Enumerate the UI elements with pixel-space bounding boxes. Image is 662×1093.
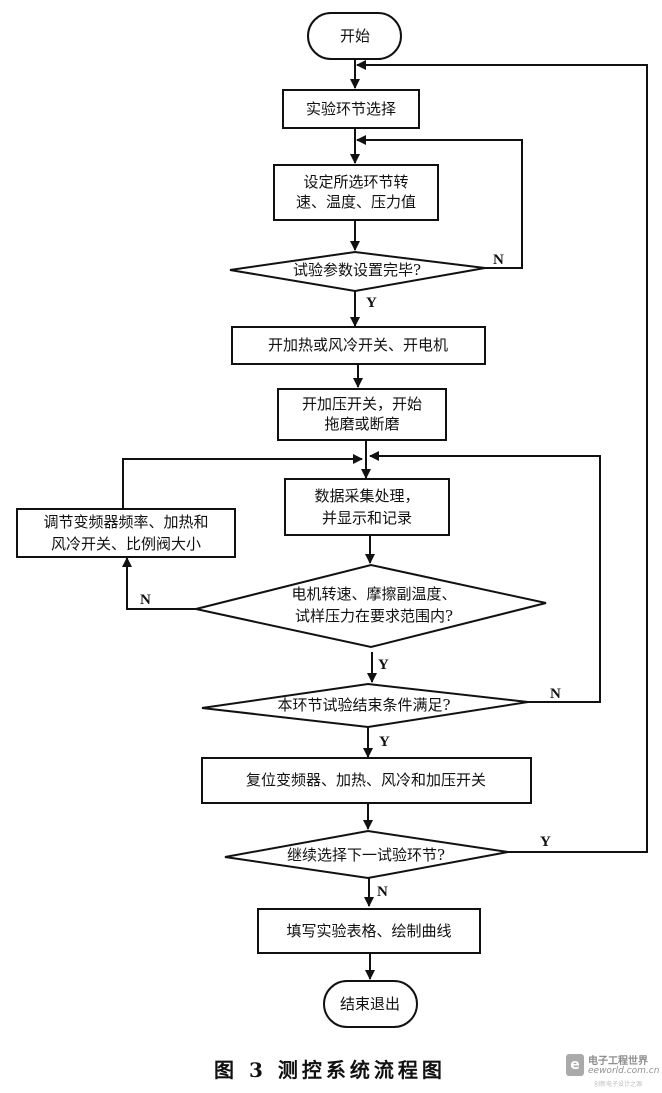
node-adjust-line2: 风冷开关、比例阀大小 — [51, 535, 201, 553]
node-in-range: 电机转速、摩擦副温度、 试样压力在要求范围内? — [195, 563, 547, 649]
node-open-pressure: 开加压开关，开始 拖磨或断磨 — [277, 388, 447, 441]
watermark: e 电子工程世界 eeworld.com.cn 创新电子设计之源 — [566, 1052, 660, 1090]
node-open-heat-motor: 开加热或风冷开关、开电机 — [231, 326, 486, 365]
node-start-label: 开始 — [340, 27, 370, 45]
node-data-acq-line2: 并显示和记录 — [322, 509, 412, 527]
node-end-label: 结束退出 — [340, 995, 400, 1013]
node-select-stage: 实验环节选择 — [282, 89, 420, 129]
node-open-heat-motor-label: 开加热或风冷开关、开电机 — [268, 336, 448, 354]
watermark-tagline: 创新电子设计之源 — [594, 1081, 643, 1088]
node-next-stage: 继续选择下一试验环节? — [224, 829, 509, 880]
edge-next-yes-loop — [356, 60, 648, 853]
node-data-acq: 数据采集处理， 并显示和记录 — [284, 478, 450, 536]
node-open-pressure-line1: 开加压开关，开始 — [302, 395, 422, 413]
edge-decision2-no — [122, 557, 196, 610]
node-start: 开始 — [307, 12, 402, 60]
connectors — [122, 60, 648, 980]
node-adjust: 调节变频器频率、加热和 风冷开关、比例阀大小 — [16, 508, 236, 558]
node-end: 结束退出 — [323, 980, 418, 1028]
node-params-done-label: 试验参数设置完毕? — [293, 261, 421, 279]
watermark-logo-icon: e — [566, 1054, 584, 1076]
label-stageend-no: N — [550, 686, 561, 702]
node-set-params-line2: 速、温度、压力值 — [296, 193, 416, 211]
node-data-acq-line1: 数据采集处理， — [314, 487, 419, 505]
label-stageend-yes: Y — [379, 734, 390, 750]
edge-adjust-loop — [122, 454, 363, 509]
label-decision2-yes: Y — [378, 657, 389, 673]
node-open-pressure-line2: 拖磨或断磨 — [324, 415, 399, 433]
node-params-done: 试验参数设置完毕? — [229, 250, 486, 293]
node-fill-table: 填写实验表格、绘制曲线 — [257, 908, 481, 954]
node-set-params: 设定所选环节转 速、温度、压力值 — [273, 164, 439, 221]
figure-caption: 图 3 测控系统流程图 — [214, 1058, 446, 1082]
edge-decision1-no-loop — [356, 135, 523, 269]
watermark-url: eeworld.com.cn — [588, 1066, 660, 1076]
label-decision2-no: N — [140, 592, 151, 608]
label-next-no: N — [377, 884, 388, 900]
node-stage-end: 本环节试验结束条件满足? — [201, 682, 529, 729]
label-next-yes: Y — [540, 834, 551, 850]
watermark-name: 电子工程世界 — [588, 1056, 648, 1067]
node-fill-table-label: 填写实验表格、绘制曲线 — [286, 922, 451, 940]
node-next-stage-label: 继续选择下一试验环节? — [287, 846, 445, 864]
node-set-params-line1: 设定所选环节转 — [303, 173, 408, 191]
node-reset-label: 复位变频器、加热、风冷和加压开关 — [246, 771, 486, 789]
label-decision1-yes: Y — [366, 295, 377, 311]
node-in-range-line2: 试样压力在要求范围内? — [295, 607, 453, 625]
node-select-stage-label: 实验环节选择 — [306, 100, 396, 118]
branch-labels: N Y N Y N Y Y N — [140, 252, 561, 900]
edge-stageend-no-loop — [369, 451, 601, 703]
node-in-range-line1: 电机转速、摩擦副温度、 — [291, 585, 456, 603]
node-reset: 复位变频器、加热、风冷和加压开关 — [201, 757, 532, 804]
label-decision1-no: N — [493, 252, 504, 268]
node-adjust-line1: 调节变频器频率、加热和 — [43, 513, 208, 531]
node-stage-end-label: 本环节试验结束条件满足? — [277, 696, 450, 714]
